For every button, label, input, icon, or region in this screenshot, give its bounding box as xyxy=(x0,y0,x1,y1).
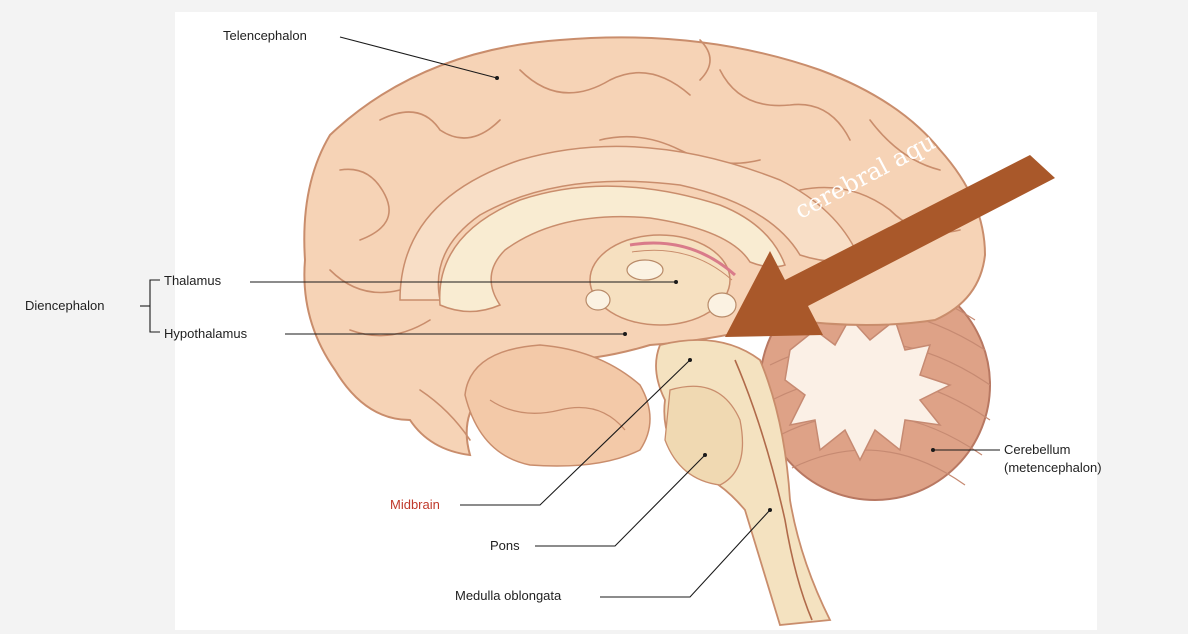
label-metencephalon: (metencephalon) xyxy=(1004,460,1102,475)
label-thalamus: Thalamus xyxy=(164,273,222,288)
label-telencephalon: Telencephalon xyxy=(223,28,307,43)
cerebral-aqueduct-arrow xyxy=(725,155,1055,337)
cerebrum-shape xyxy=(303,36,987,467)
leader-lines xyxy=(140,36,1000,598)
label-diencephalon: Diencephalon xyxy=(25,298,105,313)
label-pons: Pons xyxy=(490,538,520,553)
label-midbrain: Midbrain xyxy=(390,497,440,512)
brainstem-shape xyxy=(655,339,832,626)
label-cerebellum: Cerebellum xyxy=(1004,442,1071,457)
label-hypothalamus: Hypothalamus xyxy=(164,326,248,341)
label-medulla-oblongata: Medulla oblongata xyxy=(455,588,562,603)
